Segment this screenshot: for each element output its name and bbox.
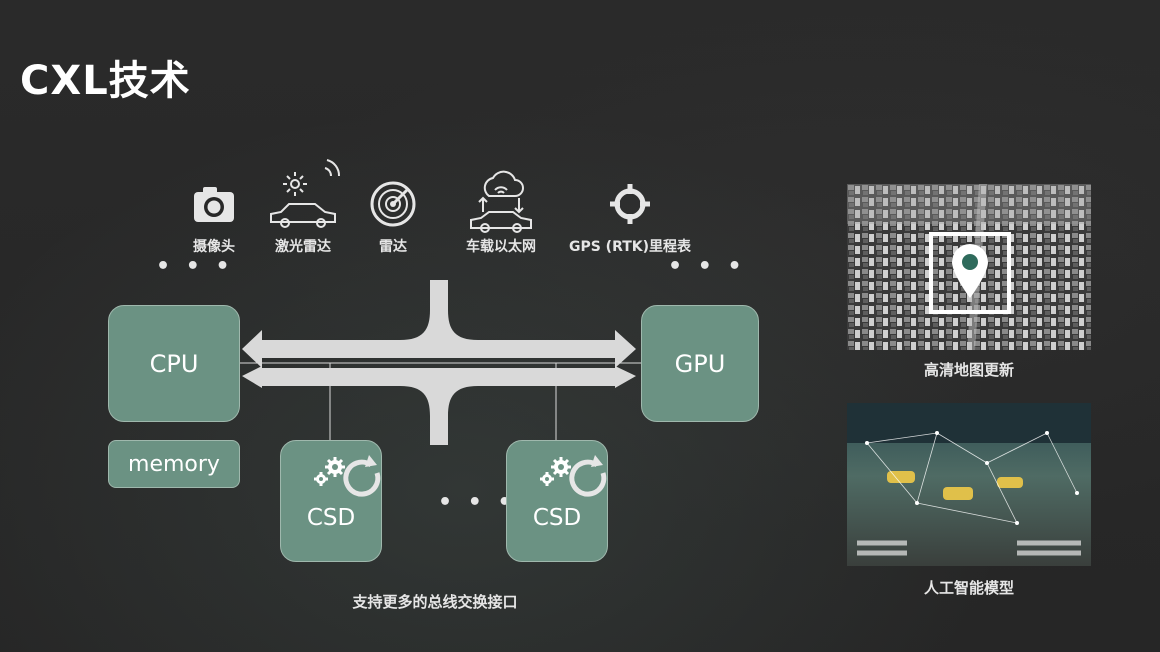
cpu-label: CPU	[149, 349, 199, 378]
sensor-radar: 雷达	[338, 156, 448, 256]
bus-arrows	[242, 280, 636, 445]
radar-icon	[370, 181, 416, 227]
gpu-label: GPU	[674, 349, 726, 378]
camera-icon	[194, 187, 234, 222]
bus-stem-top	[430, 280, 448, 320]
gear-refresh-icon	[540, 455, 607, 497]
memory-node: memory	[108, 440, 240, 488]
ai-network-icon	[866, 432, 1078, 524]
city-aerial-image	[847, 184, 1091, 350]
sensor-label-lidar: 激光雷达	[275, 239, 331, 255]
sensor-label-gps: GPS (RTK)里程表	[568, 239, 692, 255]
sensor-label-radar: 雷达	[379, 239, 407, 255]
sensor-lidar: 激光雷达	[248, 156, 358, 256]
sensor-label-camera: 摄像头	[193, 239, 235, 255]
hd-map-caption: 高清地图更新	[923, 361, 1014, 379]
ellipsis-middle: • • •	[438, 490, 516, 515]
csd-node-2: CSD	[506, 440, 608, 562]
sensor-label-ethernet: 车载以太网	[466, 239, 536, 255]
ethernet-car-icon	[470, 170, 532, 233]
gpu-node: GPU	[641, 305, 759, 422]
sensor-ethernet: 车载以太网	[446, 156, 556, 256]
hd-map-photo	[847, 184, 1091, 350]
slide-title: CXL技术	[20, 58, 191, 104]
gear-refresh-icon	[314, 455, 381, 497]
bus-arrow-top	[242, 310, 636, 368]
map-pin-icon	[952, 244, 988, 298]
city-street-image	[847, 403, 1091, 566]
csd-label-2: CSD	[532, 505, 582, 531]
ellipsis-right: • • •	[668, 254, 746, 279]
memory-label: memory	[128, 451, 220, 477]
cpu-node: CPU	[108, 305, 240, 422]
bus-arrow-bottom	[242, 366, 636, 416]
bus-stem-bottom	[430, 405, 448, 445]
ai-model-caption: 人工智能模型	[923, 579, 1014, 597]
sensor-camera: 摄像头	[159, 156, 269, 256]
ai-model-photo	[847, 403, 1091, 566]
sensor-gps: GPS (RTK)里程表	[566, 156, 694, 256]
csd-node-1: CSD	[280, 440, 382, 562]
bus-caption: 支持更多的总线交换接口	[352, 593, 518, 611]
lidar-car-icon	[270, 159, 341, 228]
bus-thin-lines	[238, 362, 642, 440]
ellipsis-left: • • •	[156, 254, 234, 279]
csd-label-1: CSD	[306, 505, 356, 531]
gps-crosshair-icon	[610, 184, 650, 224]
